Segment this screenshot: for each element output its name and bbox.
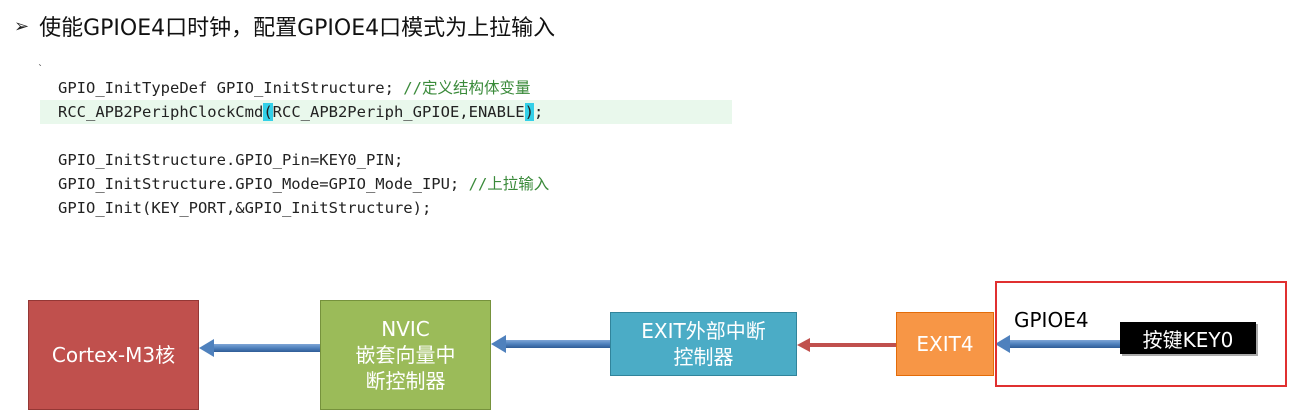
arrow-key-to-exit4: [995, 335, 1120, 353]
gpio-pin-label: GPIOE4: [1014, 308, 1089, 332]
code-text: RCC_APB2Periph_GPIOE,ENABLE: [272, 103, 525, 121]
arrow-exit4-to-exit: [797, 338, 896, 352]
exti4-label: EXIT4: [916, 332, 974, 356]
code-line-4: GPIO_InitStructure.GPIO_Mode=GPIO_Mode_I…: [40, 172, 732, 196]
stray-mark: `: [38, 64, 43, 75]
arrow-bullet-icon: ➢: [14, 15, 30, 37]
nvic-title: NVIC: [381, 317, 430, 341]
code-text: GPIO_InitTypeDef GPIO_InitStructure;: [58, 79, 404, 97]
code-line-1: GPIO_InitTypeDef GPIO_InitStructure; //定…: [40, 76, 732, 100]
cortex-label: Cortex-M3核: [51, 343, 176, 367]
arrow-exit-to-nvic: [491, 335, 610, 353]
code-comment: //定义结构体变量: [403, 79, 531, 97]
code-block: GPIO_InitTypeDef GPIO_InitStructure; //定…: [40, 76, 732, 220]
exti4-box: EXIT4: [896, 312, 994, 376]
key0-button-label: 按键KEY0: [1120, 322, 1256, 354]
exti-controller-box: EXIT外部中断 控制器: [610, 312, 797, 376]
cortex-m3-core-box: Cortex-M3核: [28, 300, 199, 410]
nvic-box: NVIC 嵌套向量中 断控制器: [320, 300, 491, 410]
exti-label-line1: EXIT外部中断: [641, 319, 766, 343]
code-text: RCC_APB2PeriphClockCmd: [58, 103, 264, 121]
code-text: GPIO_InitStructure.GPIO_Pin=KEY0_PIN;: [58, 151, 404, 169]
code-line-2: RCC_APB2PeriphClockCmd(RCC_APB2Periph_GP…: [40, 100, 732, 124]
code-line-3: GPIO_InitStructure.GPIO_Pin=KEY0_PIN;: [40, 148, 732, 172]
arrow-nvic-to-cortex: [199, 339, 320, 357]
code-text: ;: [533, 103, 544, 121]
nvic-desc-line1: 嵌套向量中: [355, 343, 456, 367]
gpio-source-frame: [995, 281, 1287, 387]
key0-text: 按键KEY0: [1142, 327, 1234, 352]
code-text: GPIO_Init(KEY_PORT,&GPIO_InitStructure);: [58, 199, 432, 217]
code-text: GPIO_InitStructure.GPIO_Mode=GPIO_Mode_I…: [58, 175, 469, 193]
exti-label-line2: 控制器: [673, 345, 734, 369]
paren-highlight: (: [263, 103, 273, 121]
code-comment: //上拉输入: [468, 175, 550, 193]
heading-text: 使能GPIOE4口时钟，配置GPIOE4口模式为上拉输入: [39, 16, 556, 41]
section-heading: ➢ 使能GPIOE4口时钟，配置GPIOE4口模式为上拉输入: [14, 6, 555, 46]
paren-highlight: ): [524, 103, 534, 121]
nvic-desc-line2: 断控制器: [365, 369, 446, 393]
code-line-5: GPIO_Init(KEY_PORT,&GPIO_InitStructure);: [40, 196, 732, 220]
